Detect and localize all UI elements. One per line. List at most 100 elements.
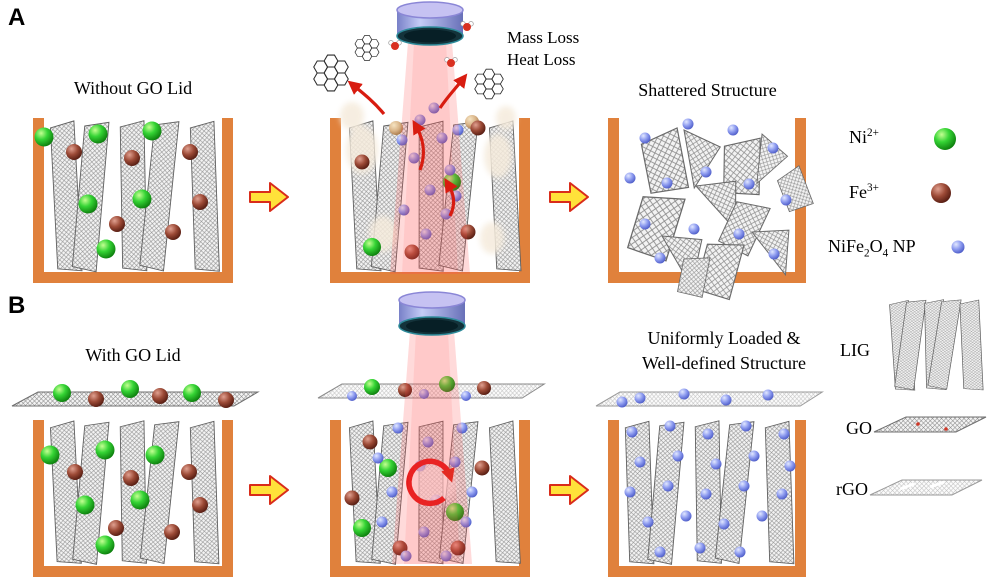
fe-ions xyxy=(344,434,490,556)
nifeo4-np xyxy=(743,178,755,190)
graphene-sheet xyxy=(647,420,685,566)
ni-ion xyxy=(353,519,371,537)
oxygen-group-dot xyxy=(916,422,920,426)
fe-ion xyxy=(182,144,198,160)
graphene-sheet xyxy=(184,420,225,566)
ni-ion xyxy=(75,495,95,515)
pah-molecule-icon xyxy=(314,55,349,91)
fe-ion xyxy=(344,490,360,506)
nifeo4-np xyxy=(419,389,429,399)
fe-ion xyxy=(192,497,208,513)
fe-ion xyxy=(192,194,208,210)
ni-ion xyxy=(130,490,150,510)
fe-ion xyxy=(88,391,104,407)
nifeo4-np xyxy=(408,152,420,164)
nifeo4-np xyxy=(740,420,752,432)
escape-arrow-icon xyxy=(438,73,468,109)
graphene-fragment xyxy=(772,165,819,216)
ni-ion xyxy=(132,189,152,209)
legend-lig-label: LIG xyxy=(840,340,870,360)
legend-fe-sup: 3+ xyxy=(867,182,879,194)
ni-ion xyxy=(439,376,455,392)
nifeo4-np xyxy=(778,428,790,440)
process-arrow-icon xyxy=(549,475,589,505)
legend-lig-stack xyxy=(884,297,988,392)
ni-ion xyxy=(183,384,201,402)
laser-head-icon xyxy=(398,291,466,336)
crucible-container xyxy=(33,420,233,577)
nifeo4-np xyxy=(680,510,692,522)
scene-b-with-lid xyxy=(11,380,259,577)
nifeo4-np xyxy=(756,510,768,522)
title-with-go-lid: With GO Lid xyxy=(85,345,181,365)
title-shattered-structure: Shattered Structure xyxy=(638,80,777,100)
nifeo4-np xyxy=(780,194,792,206)
ni-ions xyxy=(353,459,464,537)
nifeo4-np xyxy=(400,550,412,562)
ni-ion xyxy=(379,459,397,477)
fe-ion xyxy=(362,434,378,450)
nifeo4-np xyxy=(460,516,472,528)
nifeo4-np xyxy=(376,516,388,528)
nifeo4-np xyxy=(702,428,714,440)
ni-ions xyxy=(34,121,162,259)
legend-ni-sphere xyxy=(934,128,956,150)
process-arrow-icon xyxy=(249,182,289,212)
nifeo4-nps xyxy=(624,420,796,558)
fe-ion xyxy=(165,224,181,240)
nifeo4-np xyxy=(767,142,779,154)
nifeo4-np xyxy=(727,124,739,136)
crucible-container xyxy=(330,420,530,577)
water-molecule-icon xyxy=(388,40,402,51)
fe-ion xyxy=(108,520,124,536)
pah-molecule-icon xyxy=(355,36,379,61)
circulation-arrow-icon xyxy=(406,458,455,507)
nifeo4-np xyxy=(639,218,651,230)
ni-ion xyxy=(95,440,115,460)
legend-nifeo4-label: NiFe2O4 NP xyxy=(828,236,916,260)
laser-beam-core xyxy=(404,331,460,564)
scene-a-lasing xyxy=(314,1,530,283)
ni-ions xyxy=(40,440,165,555)
ni-ion xyxy=(121,380,139,398)
nifeo4-np xyxy=(642,516,654,528)
nifeo4-np xyxy=(688,223,700,235)
fe-ion xyxy=(354,154,370,170)
fe-ion xyxy=(398,383,412,397)
ni-ion xyxy=(142,121,162,141)
laser-head-icon xyxy=(396,1,464,46)
nifeo4-np xyxy=(424,184,436,196)
laser-beam xyxy=(392,331,472,564)
lid-ions xyxy=(347,376,491,401)
nifeo4-np xyxy=(386,486,398,498)
panel-b-label: B xyxy=(8,292,26,319)
nifeo4-np xyxy=(664,420,676,432)
ni-ion xyxy=(364,379,380,395)
ni-ion xyxy=(145,445,165,465)
nifeo4-np xyxy=(347,391,357,401)
nifeo4-np xyxy=(461,391,471,401)
fe-ion xyxy=(404,244,420,260)
ni-ion xyxy=(34,127,54,147)
nifeo4-np xyxy=(784,460,796,472)
ni-ion xyxy=(446,503,464,521)
fe-ions xyxy=(66,144,208,240)
pah-molecule-icon xyxy=(475,69,504,99)
crucible-container xyxy=(330,118,530,283)
intermediate-particle xyxy=(389,121,403,135)
nifeo4-np xyxy=(440,208,452,220)
nifeo4-np xyxy=(420,228,432,240)
escape-arrow-icon xyxy=(347,80,386,116)
nifeo4-np xyxy=(738,480,750,492)
fe-ion xyxy=(123,470,139,486)
nifeo4-np xyxy=(662,480,674,492)
legend-ni-sup: 2+ xyxy=(867,127,879,139)
ni-ion xyxy=(78,194,98,214)
escape-arrow-icon xyxy=(444,177,458,217)
process-arrow-icon xyxy=(249,475,289,505)
legend-go-label: GO xyxy=(846,418,872,438)
fe-ion xyxy=(450,540,466,556)
nifeo4-np xyxy=(444,164,456,176)
